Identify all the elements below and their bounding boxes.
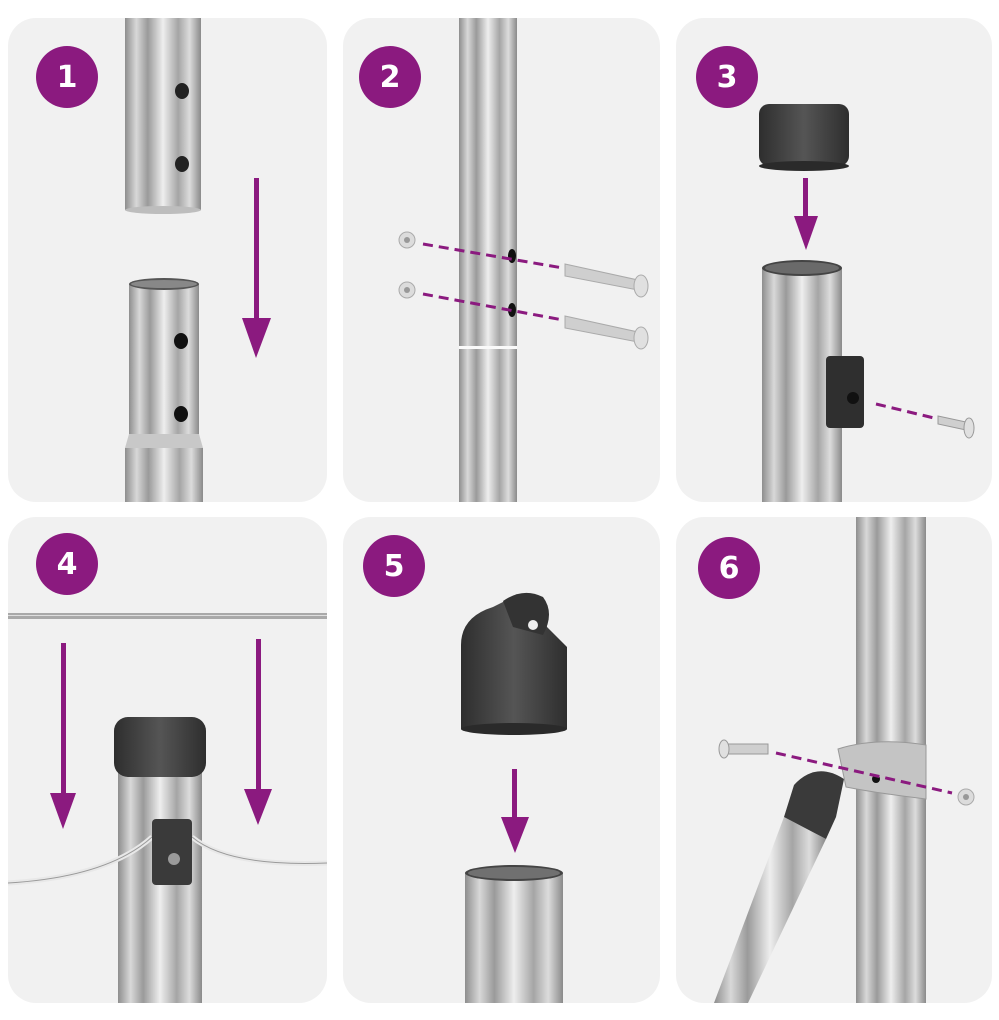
step-4-panel: 4 — [8, 517, 327, 1003]
lower-tube — [125, 278, 203, 502]
step-5-panel: 5 — [343, 517, 660, 1003]
step-badge: 5 — [363, 535, 425, 597]
bolt-icon — [718, 739, 769, 759]
dashed-guide — [875, 402, 935, 420]
step-badge: 2 — [359, 46, 421, 108]
brace-tube — [714, 771, 844, 1003]
end-cap — [759, 104, 849, 171]
step-badge: 3 — [696, 46, 758, 108]
nut-icon — [398, 231, 416, 249]
step-1-panel: 1 — [8, 18, 327, 502]
arrow-down-icon — [794, 178, 818, 250]
tube — [459, 18, 517, 502]
dashed-guide — [422, 292, 564, 322]
upper-tube — [125, 18, 201, 214]
bolt-tube-illustration — [398, 18, 649, 502]
step-badge: 4 — [36, 533, 98, 595]
wire — [190, 835, 327, 866]
step-3-panel: 3 — [676, 18, 992, 502]
tube-insert-illustration — [125, 18, 271, 502]
nut-icon — [957, 788, 975, 806]
dashed-guide — [775, 751, 953, 795]
nut-icon — [398, 281, 416, 299]
screw-icon — [937, 415, 975, 439]
clamp — [837, 741, 927, 800]
brace-clamp-illustration — [714, 517, 975, 1003]
rail-wire-illustration — [8, 613, 327, 1003]
wire-clip — [152, 819, 192, 885]
eye-cap-illustration — [461, 592, 567, 1003]
cap-clip-illustration — [759, 104, 975, 502]
step-2-panel: 2 — [343, 18, 660, 502]
arrow-down-icon — [50, 643, 76, 829]
arrow-down-icon — [242, 178, 271, 358]
wire-clip — [826, 356, 864, 428]
dashed-guide — [422, 242, 564, 270]
step-badge: 1 — [36, 46, 98, 108]
post — [465, 865, 563, 1003]
bolt-icon — [564, 315, 649, 350]
arrow-down-icon — [501, 769, 529, 853]
eye-cap — [461, 592, 567, 735]
arrow-down-icon — [244, 639, 272, 825]
bolt-icon — [564, 263, 649, 298]
step-badge: 6 — [698, 537, 760, 599]
step-6-panel: 6 — [676, 517, 992, 1003]
